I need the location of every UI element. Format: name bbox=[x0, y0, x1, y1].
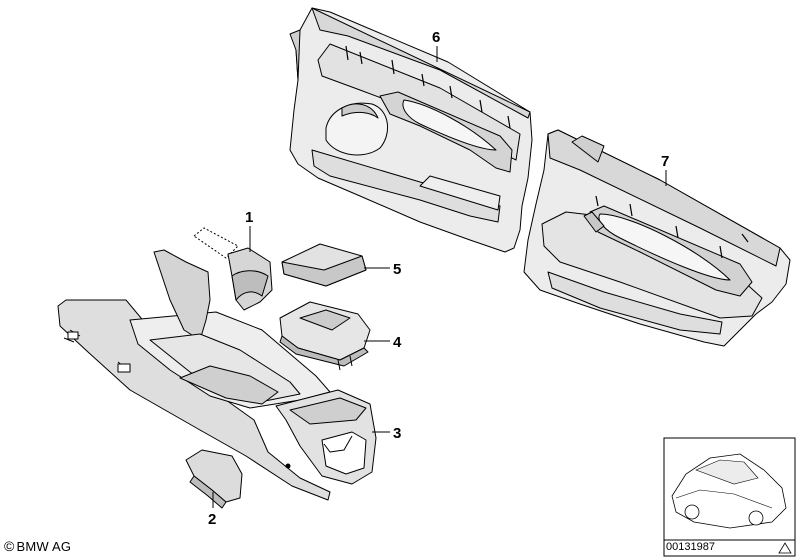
armrest-cushion[interactable] bbox=[281, 243, 367, 287]
callout-1: 1 bbox=[245, 209, 253, 226]
document-number: 00131987 bbox=[666, 541, 715, 553]
bracket-cover[interactable] bbox=[185, 449, 243, 509]
armrest-lid[interactable] bbox=[279, 301, 371, 371]
callout-4: 4 bbox=[393, 334, 402, 351]
callout-5: 5 bbox=[393, 261, 401, 278]
vehicle-thumbnail bbox=[663, 437, 796, 541]
rear-door-panel[interactable] bbox=[523, 129, 791, 347]
callout-7: 7 bbox=[661, 153, 669, 170]
front-door-panel[interactable] bbox=[289, 7, 533, 253]
copyright-notice: ©BMW AG bbox=[4, 538, 71, 554]
copyright-symbol: © bbox=[4, 538, 15, 554]
document-number-frame bbox=[663, 539, 796, 557]
callout-6: 6 bbox=[432, 29, 440, 46]
center-console[interactable] bbox=[57, 249, 377, 501]
callout-2: 2 bbox=[208, 511, 216, 528]
handbrake-trim[interactable] bbox=[193, 227, 273, 311]
warning-triangle-icon bbox=[778, 542, 792, 554]
callout-3: 3 bbox=[393, 425, 401, 442]
copyright-text: BMW AG bbox=[16, 539, 72, 554]
